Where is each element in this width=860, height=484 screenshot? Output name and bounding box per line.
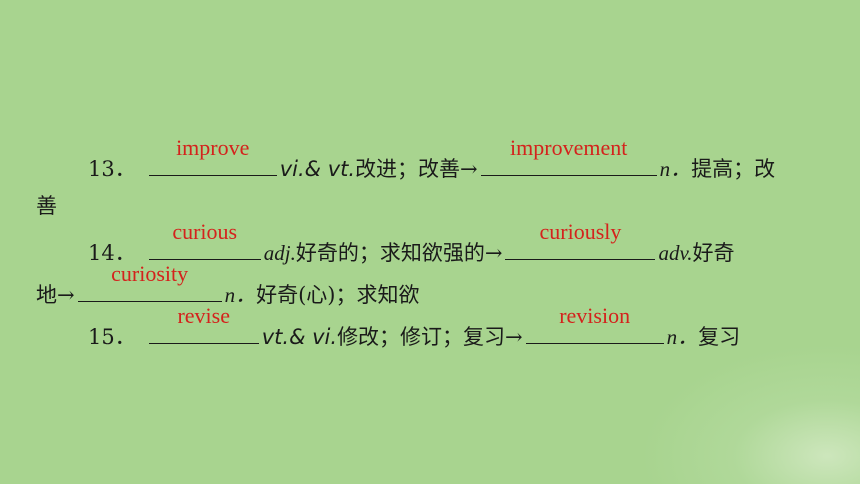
- blank: improve: [148, 135, 277, 176]
- blank: curious: [148, 219, 261, 260]
- meaning-text: 提高；改: [691, 157, 776, 181]
- blank: curiosity: [77, 261, 222, 302]
- meaning-text: 好奇: [692, 241, 735, 265]
- blank: revision: [525, 303, 664, 344]
- answer-text: improve: [176, 135, 250, 160]
- item-number: 13．: [88, 157, 136, 181]
- part-of-speech: n．: [666, 325, 699, 349]
- answer-text: improvement: [510, 135, 628, 160]
- item-14-line1: 14． curious adj.好奇的；求知欲强的→ curiously adv.好奇: [88, 219, 735, 268]
- meaning-text: 善: [36, 194, 57, 218]
- part-of-speech: adj.: [263, 241, 296, 265]
- part-of-speech: vt.& vi.: [261, 325, 338, 349]
- meaning-text: 好奇(心)；求知欲: [256, 283, 420, 307]
- answer-text: revision: [559, 303, 631, 328]
- part-of-speech: n．: [659, 157, 692, 181]
- blank: revise: [148, 303, 259, 344]
- item-13-line2: 善: [36, 191, 57, 221]
- blank: curiously: [505, 219, 656, 260]
- item-13-line1: 13． improve vi.& vt.改进；改善→ improvement n．提高；…: [88, 135, 776, 184]
- decorative-splash: [640, 344, 860, 484]
- item-14-line2: 地→ curiosity n．好奇(心)；求知欲: [36, 261, 420, 310]
- answer-text: curious: [172, 219, 238, 244]
- item-number: 14．: [88, 241, 136, 265]
- answer-text: curiously: [539, 219, 622, 244]
- blank: improvement: [480, 135, 657, 176]
- item-number: 15．: [88, 325, 136, 349]
- part-of-speech: vi.& vt.: [279, 157, 356, 181]
- answer-text: revise: [177, 303, 230, 328]
- part-of-speech: adv.: [658, 241, 693, 265]
- part-of-speech: n．: [224, 283, 257, 307]
- meaning-text: 地→: [36, 283, 75, 307]
- meaning-text: 修改；修订；复习→: [337, 325, 523, 349]
- answer-text: curiosity: [111, 261, 189, 286]
- meaning-text: 好奇的；求知欲强的→: [295, 241, 503, 265]
- meaning-text: 改进；改善→: [355, 157, 478, 181]
- item-15-line1: 15． revise vt.& vi.修改；修订；复习→ revision n．复习: [88, 303, 741, 352]
- meaning-text: 复习: [698, 325, 741, 349]
